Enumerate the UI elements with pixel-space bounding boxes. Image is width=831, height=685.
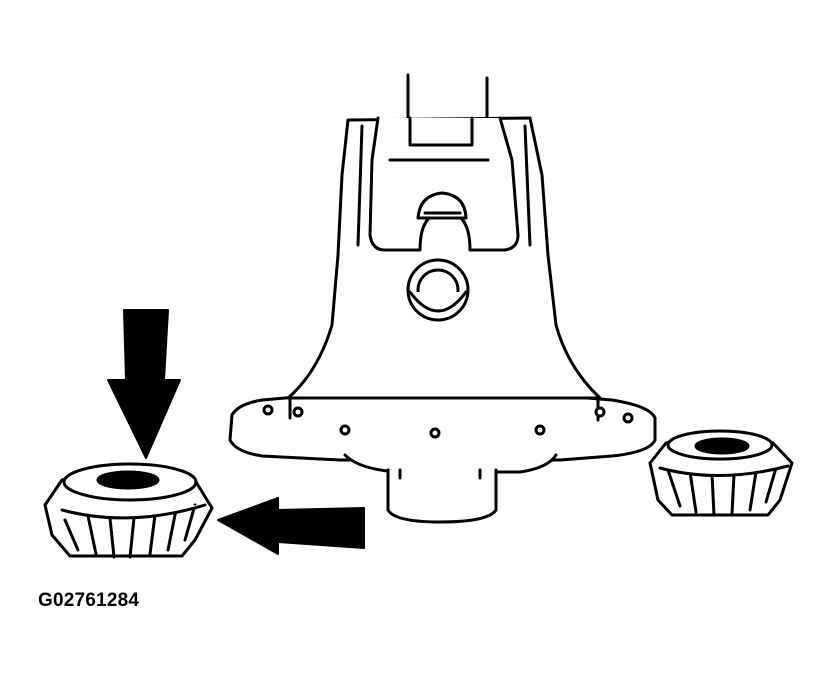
differential-case-icon — [228, 73, 657, 524]
figure-code: G02761284 — [38, 590, 140, 611]
side-gear-icon — [43, 462, 214, 559]
left-arrow-icon — [217, 497, 365, 555]
down-arrow-icon — [107, 309, 181, 459]
side-gear-icon — [648, 429, 794, 517]
